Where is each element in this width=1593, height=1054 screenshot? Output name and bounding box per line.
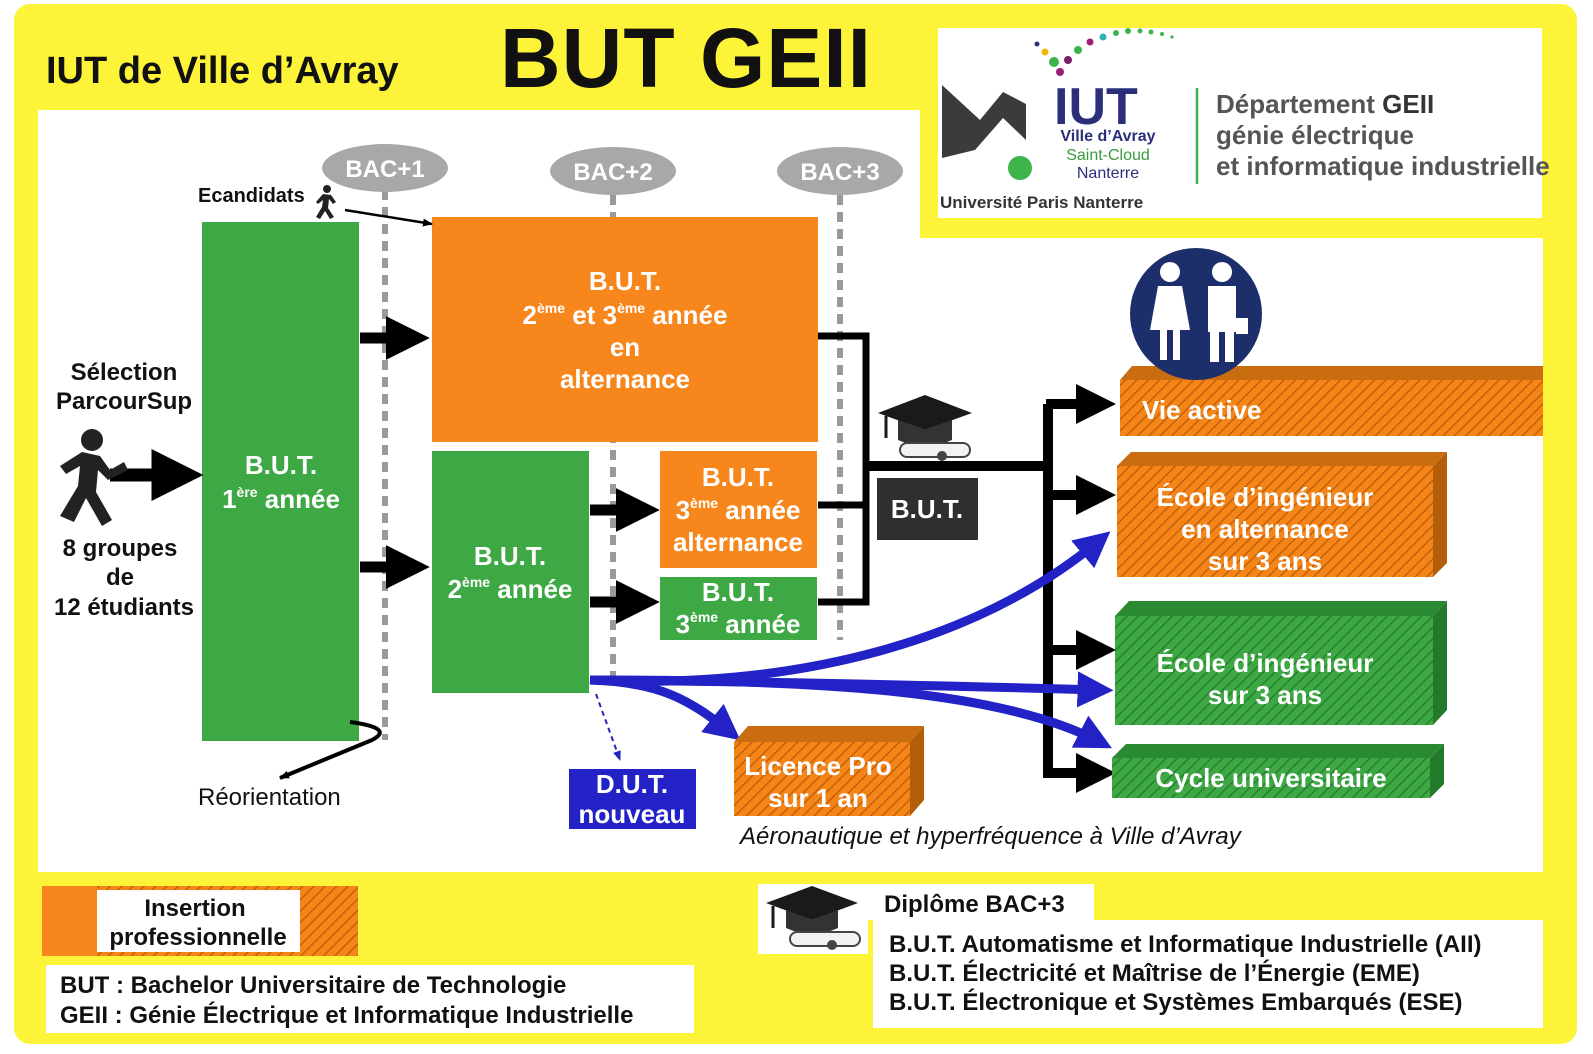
milestone-label: BAC+3: [800, 159, 879, 186]
logo-department: génie électrique: [1216, 120, 1414, 150]
box-but-alternance: [432, 217, 818, 442]
legend-label: Insertion: [144, 895, 245, 922]
graduation-cap-small-icon: [766, 886, 861, 950]
outcome-label: en alternance: [1181, 514, 1349, 544]
outcome-cycle: Cycle universitaire: [1112, 744, 1444, 798]
outcome-label: sur 1 an: [768, 783, 868, 813]
box-label: nouveau: [579, 799, 686, 829]
box-label: B.U.T.: [245, 450, 317, 480]
workers-icon: [1130, 248, 1262, 380]
diplome-title: Diplôme BAC+3: [884, 891, 1065, 918]
milestone-bac2: BAC+2: [550, 147, 676, 195]
logo-department: Département GEII: [1216, 89, 1434, 119]
milestone-label: BAC+1: [345, 156, 424, 183]
selection-label: Sélection: [71, 359, 178, 386]
box-label: B.U.T.: [474, 541, 546, 571]
box-label: B.U.T.: [702, 577, 774, 607]
box-but-year3-alternance: [660, 451, 817, 568]
box-but-year1: [202, 222, 359, 741]
logo-iut: IUT: [1054, 78, 1138, 136]
definition-geii: GEII : Génie Électrique et Informatique …: [60, 1001, 633, 1029]
licence-note: Aéronautique et hyperfréquence à Ville d…: [738, 823, 1243, 850]
groups-label: 8 groupes: [63, 535, 178, 562]
main-title: BUT GEII: [500, 11, 873, 105]
graduation-cap-icon: [878, 395, 972, 461]
outcome-label: École d’ingénieur: [1157, 648, 1374, 678]
reorientation-label: Réorientation: [198, 784, 341, 811]
box-label: 1ère année: [222, 484, 340, 514]
logo-campus: Saint-Cloud: [1066, 147, 1150, 164]
small-runner-icon: [316, 185, 336, 219]
box-label: B.U.T.: [702, 462, 774, 492]
flow-arrows: [110, 208, 1116, 793]
outcome-label: Licence Pro: [744, 751, 891, 781]
box-dut: [569, 769, 696, 829]
parcours-item: B.U.T. Électronique et Systèmes Embarqué…: [889, 988, 1463, 1016]
ecandidats-label: Ecandidats: [198, 185, 305, 207]
box-label: D.U.T.: [596, 769, 668, 799]
logo-panel: [938, 28, 1542, 218]
legend-definitions: BUT : Bachelor Universitaire de Technolo…: [46, 965, 694, 1033]
outcome-label: sur 3 ans: [1208, 546, 1322, 576]
blue-arrows: [589, 531, 1114, 761]
outcome-licence-pro: Licence Pro sur 1 an: [734, 726, 924, 816]
outcome-label: Cycle universitaire: [1155, 763, 1386, 793]
box-diploma: [877, 478, 978, 540]
box-label: B.U.T.: [589, 266, 661, 296]
outcome-ecole-alternance: École d’ingénieur en alternance sur 3 an…: [1117, 452, 1447, 577]
box-label: en: [610, 332, 640, 362]
box-label: 3ème année: [676, 495, 801, 525]
milestone-label: BAC+2: [573, 159, 652, 186]
legend-diplome: Diplôme BAC+3 B.U.T. Automatisme et Info…: [758, 884, 1543, 1028]
box-label: 2ème année: [448, 574, 573, 604]
milestone-bac3: BAC+3: [777, 147, 903, 195]
legend-insertion: Insertion professionnelle: [42, 886, 358, 956]
logo-dots: [1034, 28, 1174, 76]
iut-logo: IUT Ville d’Avray Saint-Cloud Nanterre U…: [940, 28, 1550, 212]
definition-but: BUT : Bachelor Universitaire de Technolo…: [60, 972, 566, 999]
logo-department: et informatique industrielle: [1216, 151, 1550, 181]
box-but-year3: [660, 577, 817, 640]
outcome-label: Vie active: [1142, 395, 1262, 425]
box-label: 3ème année: [676, 609, 801, 639]
groups-label: de: [106, 564, 134, 591]
outcome-ecole: École d’ingénieur sur 3 ans: [1115, 601, 1447, 725]
box-but-year2: [432, 451, 589, 693]
runner-icon: [60, 429, 128, 526]
box-label: alternance: [560, 364, 690, 394]
outcome-label: École d’ingénieur: [1157, 482, 1374, 512]
parcours-item: B.U.T. Automatisme et Informatique Indus…: [889, 931, 1482, 958]
legend-label: professionnelle: [109, 924, 286, 951]
box-label: 2ème et 3ème année: [523, 300, 728, 330]
parcours-item: B.U.T. Électricité et Maîtrise de l’Éner…: [889, 959, 1420, 987]
school-title: IUT de Ville d’Avray: [46, 50, 399, 92]
logo-campus: Ville d’Avray: [1060, 128, 1155, 145]
logo-university: Université Paris Nanterre: [940, 193, 1143, 212]
box-label: alternance: [673, 527, 803, 557]
box-label: B.U.T.: [891, 494, 963, 524]
groups-label: 12 étudiants: [54, 594, 194, 621]
outcome-label: sur 3 ans: [1208, 680, 1322, 710]
selection-label: ParcourSup: [56, 388, 192, 415]
milestone-bac1: BAC+1: [322, 144, 448, 192]
logo-campus: Nanterre: [1077, 165, 1139, 182]
